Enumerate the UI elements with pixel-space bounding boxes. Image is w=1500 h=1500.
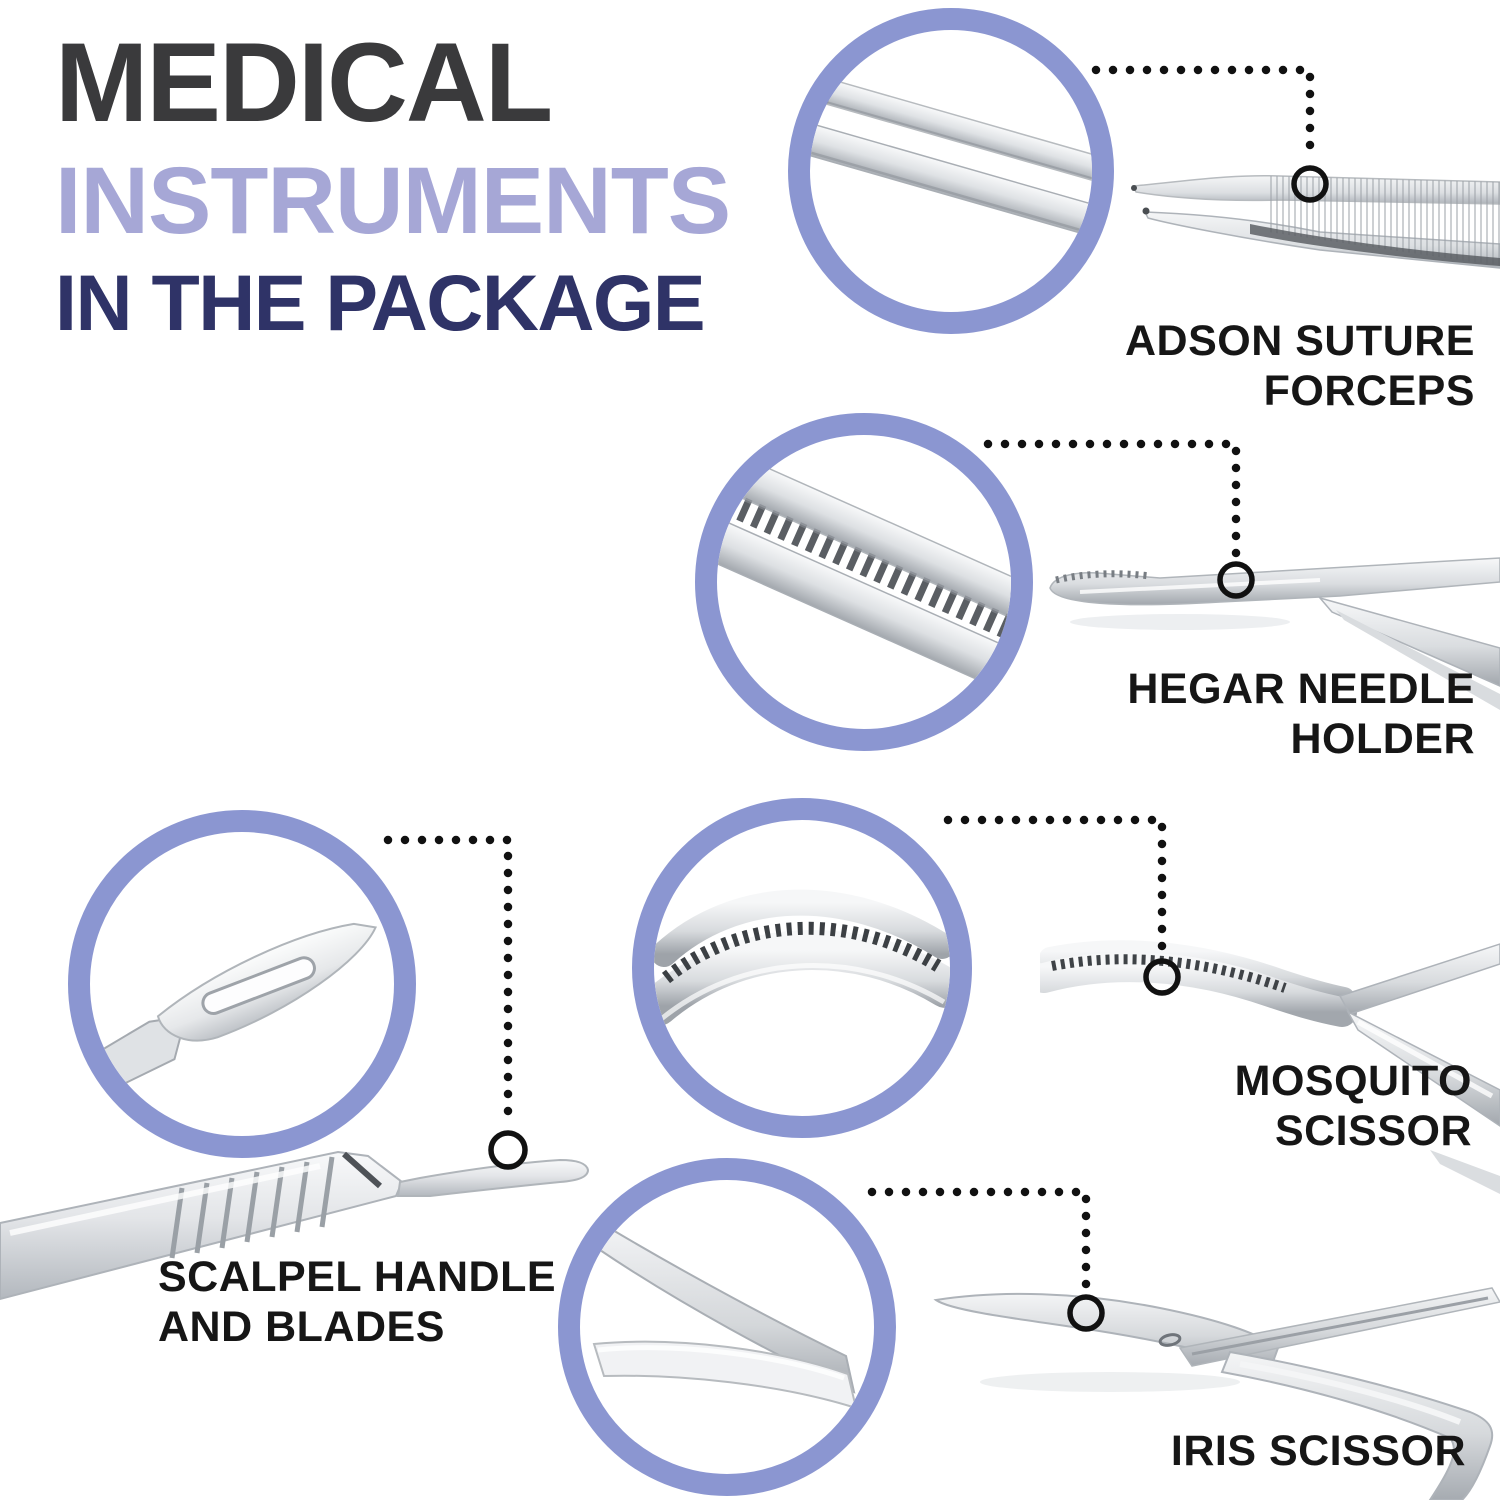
label-line: AND BLADES <box>158 1303 445 1351</box>
title-line-in-the-package: IN THE PACKAGE <box>55 258 706 348</box>
callout-circle-adson-forceps <box>788 8 1114 334</box>
callout-circle-mosquito-scissor <box>632 798 972 1138</box>
label-line: MOSQUITO <box>1234 1057 1472 1105</box>
mosquito-scissor-closeup-photo <box>654 889 950 1026</box>
scalpel-blade-closeup-photo <box>90 922 378 1102</box>
callout-circle-hegar-needle-holder <box>695 413 1033 751</box>
title-line-medical: MEDICAL <box>55 20 553 145</box>
label-adson-suture-forceps: ADSON SUTURE FORCEPS <box>1035 316 1475 416</box>
label-line: FORCEPS <box>1263 367 1475 415</box>
scalpel-handle-photo <box>0 1150 590 1301</box>
label-line: IRIS SCISSOR <box>1170 1427 1466 1475</box>
label-line: HEGAR NEEDLE <box>1127 665 1475 713</box>
label-scalpel-handle-and-blades: SCALPEL HANDLE AND BLADES <box>158 1252 618 1352</box>
adson-forceps-closeup-photo <box>810 76 1092 240</box>
label-hegar-needle-holder: HEGAR NEEDLE HOLDER <box>1035 664 1475 764</box>
callout-circle-scalpel-blade <box>68 810 416 1158</box>
page-title: MEDICAL INSTRUMENTS IN THE PACKAGE <box>55 20 731 348</box>
label-iris-scissor: IRIS SCISSOR <box>1035 1426 1466 1476</box>
label-line: SCISSOR <box>1274 1107 1472 1155</box>
title-line-instruments: INSTRUMENTS <box>55 148 731 255</box>
label-line: SCALPEL HANDLE <box>158 1253 557 1301</box>
hegar-needle-holder-photo <box>1049 557 1500 710</box>
iris-scissor-photo <box>933 1150 1500 1500</box>
adson-forceps-photo <box>1131 174 1500 269</box>
label-line: HOLDER <box>1290 715 1475 763</box>
iris-scissor-closeup-photo <box>592 1224 858 1410</box>
hegar-needle-holder-closeup-photo <box>717 447 1011 699</box>
label-line: ADSON SUTURE <box>1124 317 1475 365</box>
label-mosquito-scissor: MOSQUITO SCISSOR <box>1032 1056 1472 1156</box>
